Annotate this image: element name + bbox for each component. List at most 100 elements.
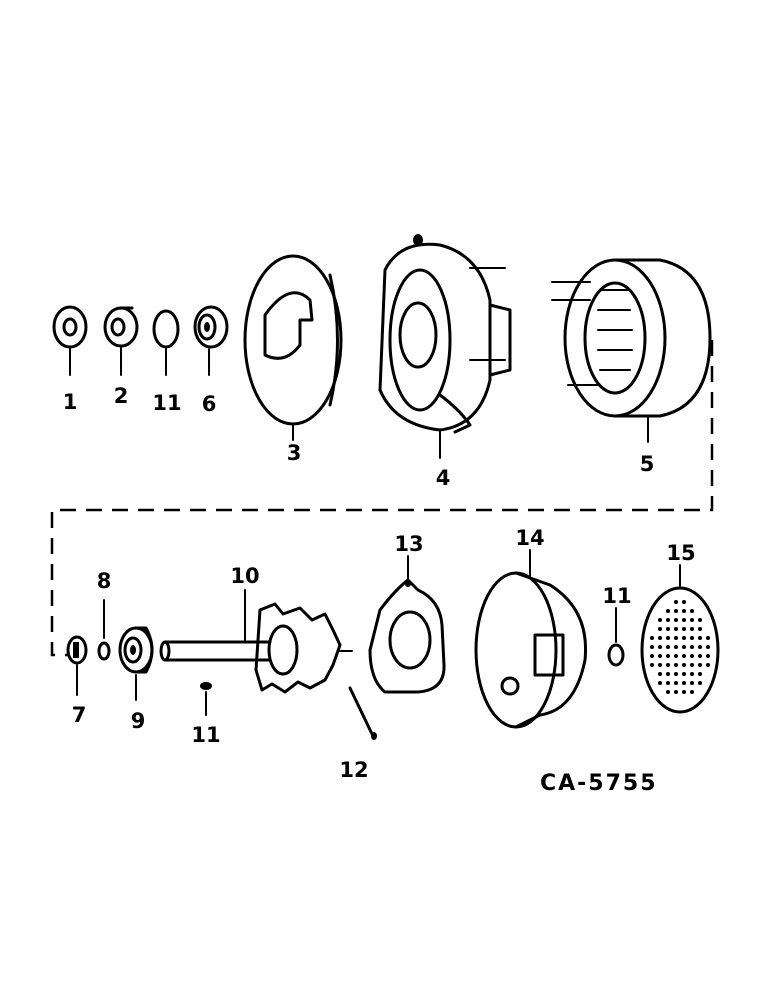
perforation-hole [666, 645, 670, 649]
perforation-hole [674, 609, 678, 613]
perforation-hole [682, 645, 686, 649]
screen-perforations [650, 600, 710, 694]
perforation-hole [698, 663, 702, 667]
label-part-6: 6 [202, 392, 217, 416]
label-part-11-top: 11 [152, 391, 181, 415]
part-8-seal [97, 599, 111, 661]
perforation-hole [682, 627, 686, 631]
perforation-hole [682, 672, 686, 676]
perforation-hole [674, 645, 678, 649]
part-11-nut-right [607, 607, 625, 667]
perforation-hole [698, 618, 702, 622]
perforation-hole [650, 654, 654, 658]
perforation-hole [690, 618, 694, 622]
perforation-hole [658, 636, 662, 640]
label-part-12: 12 [339, 758, 368, 782]
perforation-hole [658, 645, 662, 649]
label-part-2: 2 [114, 384, 129, 408]
label-part-7: 7 [72, 703, 87, 727]
part-10-rotor [159, 589, 353, 694]
label-part-3: 3 [287, 441, 302, 465]
label-part-11-right: 11 [602, 584, 631, 608]
perforation-hole [666, 690, 670, 694]
label-part-14: 14 [515, 526, 544, 550]
part-11-nut [200, 682, 212, 716]
perforation-hole [690, 636, 694, 640]
perforation-hole [698, 645, 702, 649]
part-1-washer [52, 305, 88, 376]
label-part-5: 5 [640, 452, 655, 476]
label-part-9: 9 [131, 709, 146, 733]
perforation-hole [706, 654, 710, 658]
perforation-hole [674, 663, 678, 667]
perforation-hole [658, 627, 662, 631]
perforation-hole [674, 690, 678, 694]
assembly-connector-line [50, 340, 714, 657]
label-part-11-bottom: 11 [191, 723, 220, 747]
part-6-bearing [193, 305, 229, 376]
perforation-hole [682, 690, 686, 694]
perforation-hole [666, 618, 670, 622]
perforation-hole [666, 681, 670, 685]
perforation-hole [690, 627, 694, 631]
part-9-bearing [118, 626, 154, 701]
drawing-code: CA-5755 [540, 771, 658, 796]
perforation-hole [650, 663, 654, 667]
perforation-hole [682, 600, 686, 604]
label-part-4: 4 [436, 466, 451, 490]
part-2-spacer [103, 306, 139, 376]
perforation-hole [666, 672, 670, 676]
part-15-screen [640, 564, 720, 714]
perforation-hole [690, 654, 694, 658]
perforation-hole [706, 645, 710, 649]
perforation-hole [682, 618, 686, 622]
perforation-hole [666, 654, 670, 658]
perforation-hole [658, 654, 662, 658]
perforation-hole [690, 609, 694, 613]
perforation-hole [666, 627, 670, 631]
perforation-hole [690, 663, 694, 667]
perforation-hole [658, 672, 662, 676]
perforation-hole [674, 681, 678, 685]
perforation-hole [682, 663, 686, 667]
perforation-hole [658, 681, 662, 685]
label-part-13: 13 [394, 532, 423, 556]
perforation-hole [690, 672, 694, 676]
part-12-pin [348, 686, 377, 740]
perforation-hole [690, 645, 694, 649]
part-3-retainer-plate [243, 254, 343, 441]
perforation-hole [682, 654, 686, 658]
part-11-snap-ring [152, 309, 180, 376]
part-5-stator [551, 258, 712, 443]
perforation-hole [706, 636, 710, 640]
part-7-bushing [66, 635, 88, 696]
part-13-plate [368, 555, 446, 694]
perforation-hole [658, 663, 662, 667]
perforation-hole [666, 663, 670, 667]
part-4-drive-end-housing [378, 234, 512, 459]
perforation-hole [658, 618, 662, 622]
perforation-hole [706, 663, 710, 667]
perforation-hole [698, 681, 702, 685]
label-part-10: 10 [230, 564, 259, 588]
perforation-hole [674, 672, 678, 676]
perforation-hole [674, 600, 678, 604]
perforation-hole [666, 636, 670, 640]
perforation-hole [650, 645, 654, 649]
label-part-8: 8 [97, 569, 112, 593]
perforation-hole [698, 672, 702, 676]
perforation-hole [682, 681, 686, 685]
perforation-hole [682, 636, 686, 640]
perforation-hole [650, 636, 654, 640]
perforation-hole [666, 609, 670, 613]
part-14-slip-ring-end-housing [474, 549, 588, 729]
perforation-hole [690, 690, 694, 694]
label-part-1: 1 [63, 390, 78, 414]
label-part-15: 15 [666, 541, 695, 565]
perforation-hole [690, 681, 694, 685]
perforation-hole [698, 627, 702, 631]
perforation-hole [674, 654, 678, 658]
perforation-hole [674, 636, 678, 640]
